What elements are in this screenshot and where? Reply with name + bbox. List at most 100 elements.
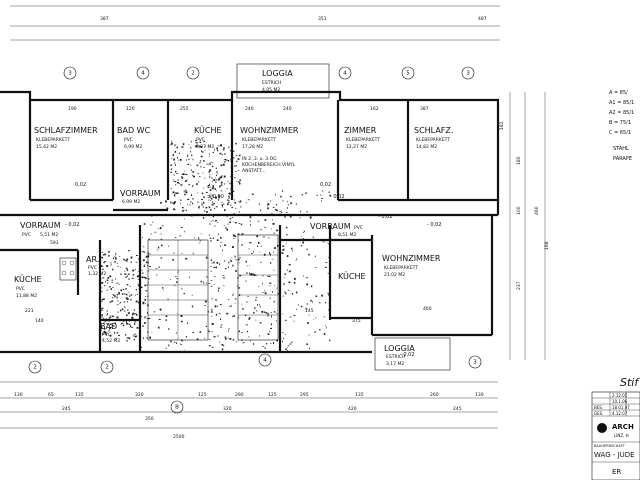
scan-speck [127,337,129,339]
room-floor: PVC [124,137,133,143]
scan-speck [142,236,143,238]
room-name: WOHNZIMMER [240,126,299,135]
scan-speck [185,209,187,211]
scan-speck [186,203,188,205]
scan-speck [282,190,283,192]
stair-core [147,234,279,341]
scan-speck [196,183,198,185]
scan-speck [234,177,236,179]
dim-label: 290 [235,392,244,398]
scan-speck [181,339,183,342]
scan-speck [237,158,240,160]
scan-speck [115,337,117,339]
scan-speck [210,221,212,222]
scan-speck [213,179,216,181]
scan-speck [213,284,215,285]
room-area: 4,05 M2 [262,87,280,93]
scan-speck [263,253,266,256]
scan-speck [141,269,143,271]
scan-speck [107,277,110,279]
scan-speck [257,241,260,244]
outer-walls [0,63,500,371]
scan-speck [144,264,146,266]
scan-speck [251,193,254,195]
scan-speck [109,327,112,328]
scan-speck [175,192,177,194]
axis-bubble: 2 [105,365,109,371]
scan-speck [215,196,217,199]
axis-bubble: 3 [466,71,470,77]
scan-speck [125,288,127,290]
scan-speck [295,259,297,261]
scan-speck [285,348,287,350]
scan-speck [191,305,194,308]
scan-speck [191,169,192,171]
scan-speck [123,310,126,312]
scan-speck [300,305,302,308]
scan-speck [239,274,242,277]
scan-speck [328,257,330,258]
scan-speck [314,267,317,268]
scan-speck [177,182,179,184]
scan-speck [126,298,129,300]
scan-speck [156,274,158,276]
scan-speck [234,235,237,238]
scan-speck [185,189,187,192]
scan-speck [184,349,185,351]
room-wohnzimmer-right: WOHNZIMMER KLEBEPARKETT 21,02 M2 [382,254,441,278]
scan-speck [130,261,132,264]
scan-speck [203,140,205,143]
scan-speck [227,337,229,339]
scan-speck [229,182,231,185]
scan-speck [190,151,192,153]
scan-speck [123,259,125,261]
scan-speck [205,325,207,327]
scan-speck [103,262,105,264]
scan-speck [105,333,107,335]
scan-speck [101,287,103,289]
scan-speck [238,201,239,203]
dim-label: 320 [223,406,232,412]
scan-speck [144,298,147,301]
scan-speck [230,150,233,152]
scan-speck [181,146,184,148]
scan-speck [270,312,272,314]
scan-speck [325,266,327,268]
scan-speck [229,306,231,307]
scan-speck [211,316,213,317]
scan-speck [192,198,194,200]
scan-speck [223,149,225,151]
scan-speck [160,201,162,204]
scan-speck [279,211,281,212]
scan-speck [231,257,233,259]
scan-speck [269,285,271,287]
scan-speck [303,231,304,234]
scan-speck [184,170,186,172]
scan-speck [192,252,194,255]
scan-speck [230,204,232,206]
scan-speck [215,299,218,301]
scan-speck [249,272,250,275]
scan-speck [289,316,292,318]
scan-speck [300,210,302,213]
scan-speck [120,267,121,268]
scan-speck [130,299,132,301]
scan-speck [135,261,138,263]
top-dim-1: 387 [100,16,109,22]
scan-speck [207,184,210,187]
scan-speck [268,237,270,239]
scan-speck [204,149,206,151]
scan-speck [223,277,225,279]
scan-speck [311,285,313,288]
room-loggia-top: LOGGIA ESTRICH 4,05 M2 [262,69,293,93]
scan-speck [303,230,305,233]
dim-label: 387 [420,106,429,112]
scan-speck [130,256,133,259]
scan-speck [209,162,211,165]
scan-speck [229,221,231,224]
scan-speck [176,278,178,280]
scan-speck [273,269,275,271]
scan-speck [199,141,202,143]
scan-speck [146,284,148,286]
scan-speck [174,201,176,203]
